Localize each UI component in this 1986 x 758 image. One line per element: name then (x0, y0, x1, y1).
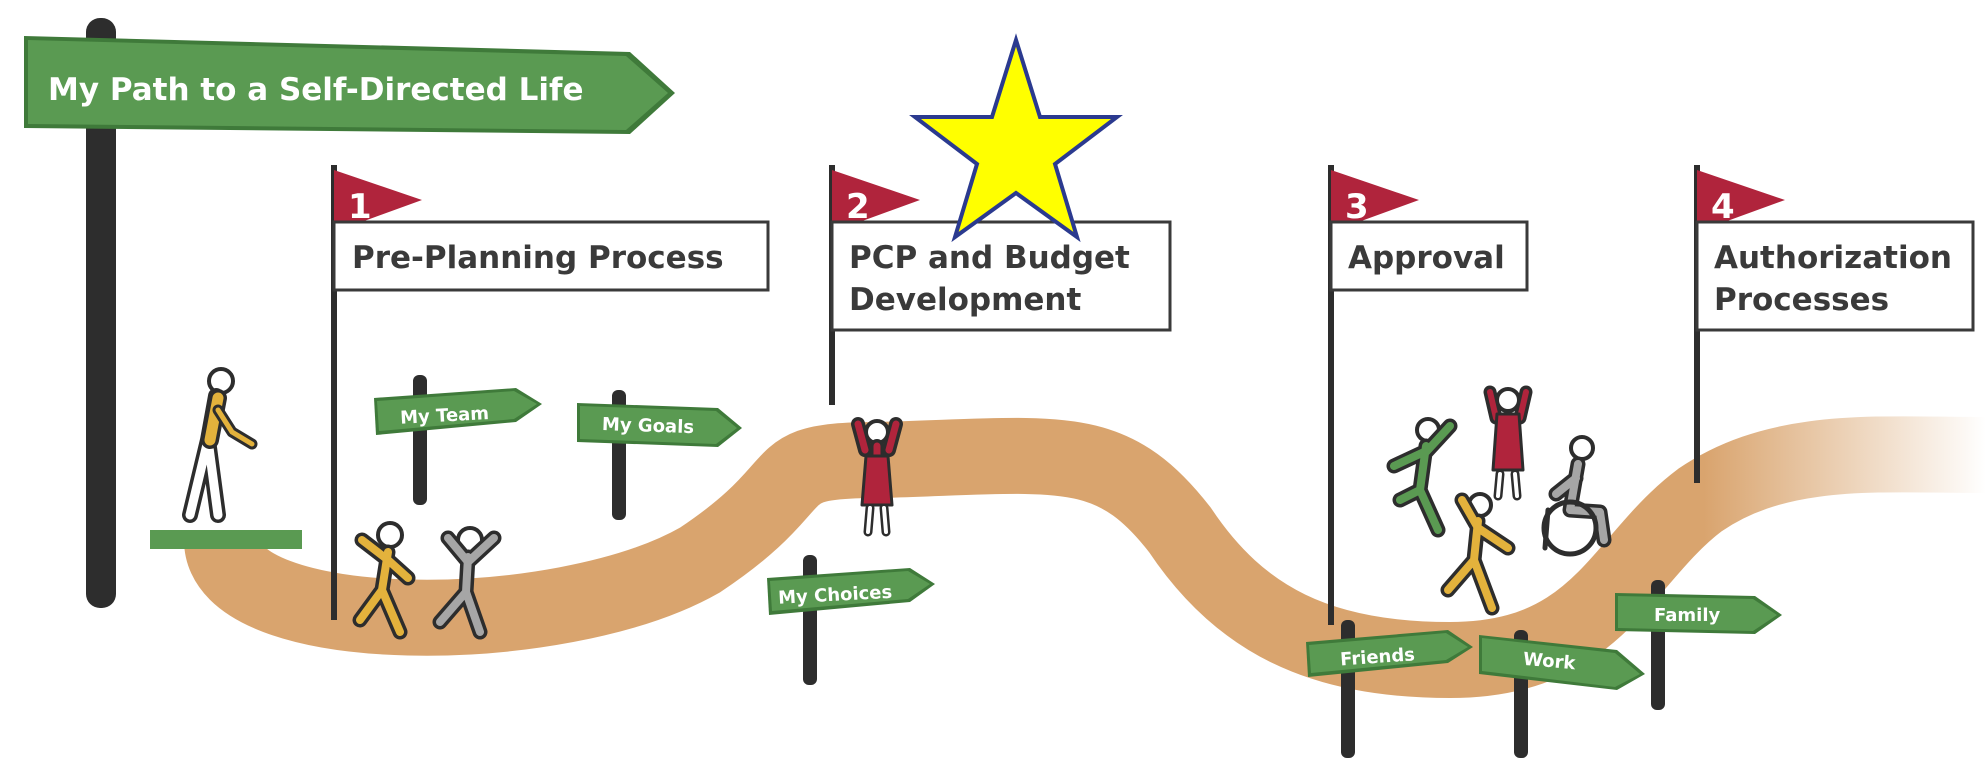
wheelchair-person-icon (1541, 435, 1612, 557)
signpost-friends: Friends (1306, 620, 1473, 758)
signpost-label-my-team: My Team (400, 403, 490, 429)
walking-person-icon (182, 367, 258, 523)
signpost-label-family: Family (1654, 605, 1720, 626)
cheering-person-icon (851, 417, 903, 537)
signpost-my-goals: My Goals (577, 390, 742, 520)
stage-3-pole (1328, 165, 1334, 625)
cheering-person-icon (1483, 385, 1533, 501)
signpost-label-my-goals: My Goals (602, 414, 695, 438)
title-sign: My Path to a Self-Directed Life (24, 36, 675, 134)
signpost-label-work: Work (1522, 649, 1577, 675)
stage-3-flag (1331, 170, 1419, 232)
cheering-person-icon (1386, 417, 1458, 538)
stage-4-flag (1697, 170, 1785, 232)
stage-2-box (830, 220, 1172, 332)
stage-1-number: 1 (348, 187, 372, 227)
signpost-label-friends: Friends (1339, 644, 1415, 670)
stage-1-flag (334, 170, 422, 232)
stage-3-number: 3 (1345, 187, 1369, 227)
winding-path (184, 416, 1986, 699)
cheering-person-icon (352, 521, 416, 640)
signpost-my-choices: My Choices (767, 555, 935, 685)
title-text: My Path to a Self-Directed Life (48, 72, 584, 108)
signpost-my-team: My Team (374, 375, 542, 505)
stage-2-label-line2: Development (849, 282, 1081, 318)
stage-1-pole (331, 165, 337, 620)
stage-3-box (1329, 220, 1529, 292)
stage-1-box (332, 220, 770, 292)
star-icon (909, 33, 1123, 243)
stage-2-flag (832, 170, 920, 232)
stage-1-label: Pre-Planning Process (352, 240, 724, 276)
start-platform (150, 530, 302, 549)
title-post (86, 18, 116, 608)
stage-4-number: 4 (1711, 187, 1735, 227)
stage-3-label: Approval (1348, 240, 1505, 276)
cheering-person-icon (432, 526, 502, 640)
cheering-person-icon (1440, 492, 1516, 616)
stage-4-box (1695, 220, 1975, 332)
stage-4-label-line2: Processes (1714, 282, 1889, 318)
stage-2-number: 2 (846, 187, 870, 227)
stage-4-label-line1: Authorization (1714, 240, 1952, 276)
stage-2-label-line1: PCP and Budget (849, 240, 1130, 276)
signpost-family: Family (1615, 580, 1782, 710)
signpost-work: Work (1479, 630, 1645, 758)
